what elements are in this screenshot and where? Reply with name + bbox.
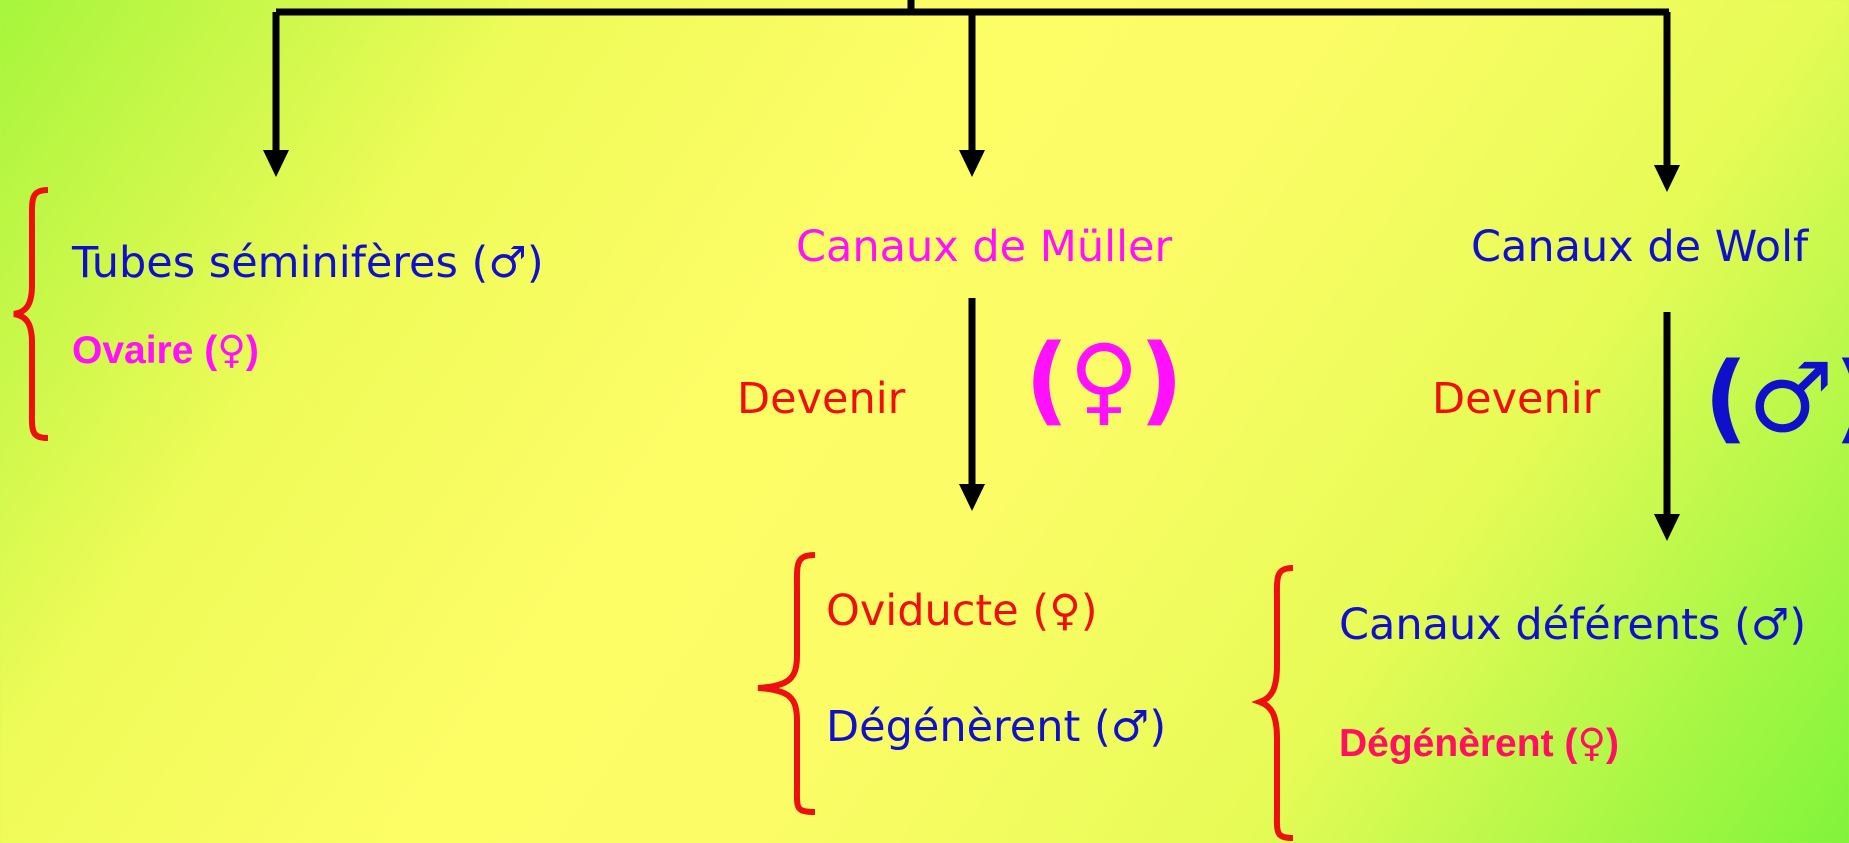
female-symbol-icon: ♀ [1577,721,1606,766]
wolf-title: Canaux de Wolf [1471,222,1809,272]
brace-gonad [13,187,49,441]
arrowhead-muller [959,150,985,177]
female-symbol-icon: ♀ [217,328,246,373]
wolf-male-label: Canaux déférents ( [1339,600,1751,650]
muller-male-item: Dégénèrent (♂) [826,706,1166,749]
arrowhead-muller-devenir [959,484,985,511]
big-open-paren: ( [1025,324,1069,436]
arrowhead-gonad [263,150,289,177]
muller-title: Canaux de Müller [796,222,1173,272]
brace-wolf [1251,565,1294,841]
gonad-male-close: ) [526,238,544,288]
muller-devenir-label: Devenir [737,374,906,424]
wolf-female-label: Dégénèrent ( [1339,722,1578,765]
wolf-male-item: Canaux déférents (♂) [1339,604,1806,647]
male-symbol-icon: ♂ [1110,702,1150,752]
female-symbol-icon: ♀ [1049,586,1081,636]
wolf-female-item: Dégénèrent (♀) [1339,724,1619,763]
muller-female-big-symbol: (♀) [1025,332,1183,428]
gonad-female-close: ) [245,329,259,372]
muller-female-item: Oviducte (♀) [826,590,1097,633]
big-open-paren: ( [1704,342,1748,454]
gonad-female-label: Ovaire ( [72,329,218,372]
big-close-paren: ) [1834,342,1849,454]
brace-muller [757,552,816,815]
male-symbol-icon: ♂ [1750,600,1790,650]
gonad-female-item: Ovaire (♀) [72,331,259,370]
male-symbol-large-icon: ♂ [1747,342,1834,454]
arrowhead-wolf-devenir [1654,514,1680,541]
wolf-male-big-symbol: (♂) [1704,350,1849,446]
arrowhead-wolf [1654,165,1680,192]
wolf-female-close: ) [1605,722,1619,765]
muller-female-label: Oviducte ( [826,586,1050,636]
female-symbol-large-icon: ♀ [1068,324,1140,436]
muller-male-close: ) [1149,702,1167,752]
male-symbol-icon: ♂ [488,238,527,288]
wolf-devenir-label: Devenir [1432,374,1601,424]
gonad-male-label: Tubes séminifères ( [72,238,489,288]
gonad-male-item: Tubes séminifères (♂) [72,242,544,285]
wolf-male-close: ) [1789,600,1807,650]
muller-male-label: Dégénèrent ( [826,702,1111,752]
big-close-paren: ) [1139,324,1184,436]
muller-female-close: ) [1080,586,1098,636]
